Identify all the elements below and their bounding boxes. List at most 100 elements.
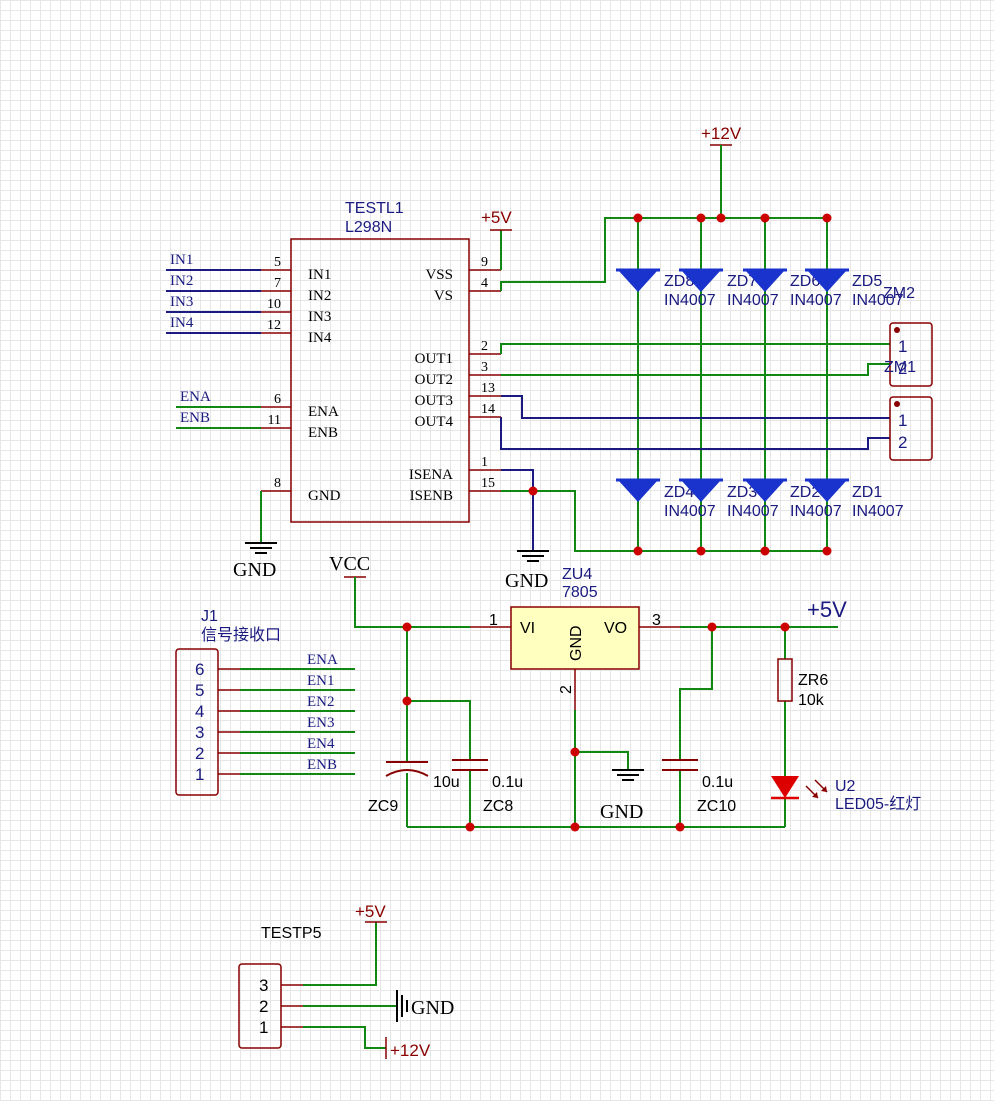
l298-pin-name: IN4 <box>308 330 332 346</box>
j1-pin-num: 5 <box>195 681 204 700</box>
regulator-pin-num: 2 <box>558 685 575 694</box>
net-label-in4: IN4 <box>170 315 194 331</box>
j1-net-label: ENA <box>307 652 338 668</box>
j1-ref: J1 <box>201 608 218 625</box>
diode-zd8[interactable]: ZD8 IN4007 <box>616 268 716 309</box>
led-u2[interactable]: U2 LED05-红灯 <box>771 776 921 813</box>
motor-connector-zm1[interactable]: 1 2 ZM1 <box>884 359 933 461</box>
v5-output-label: +5V <box>807 597 847 622</box>
net-label-enb: ENB <box>180 410 210 426</box>
testp5-pin-num: 2 <box>259 997 268 1016</box>
connector-pin: 1 <box>898 337 907 356</box>
capacitor-zc10[interactable]: ZC10 0.1u <box>662 759 736 815</box>
l298-pin-name: IN3 <box>308 309 331 325</box>
capacitor-value: 0.1u <box>702 774 733 791</box>
l298-pin-name: OUT4 <box>415 414 454 430</box>
capacitor-zc8[interactable]: ZC8 0.1u <box>452 759 523 815</box>
j1-pin-num: 1 <box>195 765 204 784</box>
diode-matrix-wires <box>500 217 890 552</box>
gnd-label: GND <box>233 559 276 581</box>
capacitor-ref: ZC8 <box>483 798 513 815</box>
l298-pin-name: OUT1 <box>415 351 453 367</box>
diode-zd4[interactable]: ZD4 IN4007 <box>616 478 716 520</box>
vcc-input: VCC <box>329 553 470 628</box>
connector-ref: ZM1 <box>884 359 916 376</box>
l298-input-nets: IN1 IN2 IN3 IN4 ENA ENB <box>166 252 261 429</box>
j1-pin-num: 2 <box>195 744 204 763</box>
l298-pin-num: 4 <box>481 276 488 291</box>
j1-net-label: EN2 <box>307 694 335 710</box>
v5-output: +5V <box>807 597 847 622</box>
diode-ref: ZD2 <box>790 484 820 501</box>
regulator-pin-num: 1 <box>489 612 498 629</box>
connector-pin: 2 <box>898 359 907 378</box>
diode-zd2[interactable]: ZD2 IN4007 <box>743 478 842 520</box>
l298-pin-name: ENA <box>308 404 339 420</box>
diode-ref: ZD4 <box>664 484 694 501</box>
l298-pin-name: ISENB <box>410 488 453 504</box>
l298-pin-name: IN1 <box>308 267 331 283</box>
l298-pin-num: 9 <box>481 255 488 270</box>
j1-pin-num: 6 <box>195 660 204 679</box>
diode-ref: ZD8 <box>664 273 694 290</box>
diodes-top[interactable]: ZD8 IN4007 ZD7 IN4007 ZD6 IN4007 ZD5 IN4… <box>616 268 904 309</box>
l298-pin-name: OUT2 <box>415 372 453 388</box>
regulator-pin-num: 3 <box>652 612 661 629</box>
diode-ref: ZD5 <box>852 273 882 290</box>
l298-pin-name: ENB <box>308 425 338 441</box>
led-ref: U2 <box>835 778 856 795</box>
v5-label: +5V <box>481 208 512 227</box>
capacitor-zc9[interactable]: ZC9 10u <box>368 761 460 815</box>
l298-pin-num: 6 <box>274 392 281 407</box>
l298-pin-num: 14 <box>481 402 495 417</box>
diode-value: IN4007 <box>664 292 716 309</box>
testp5-v12-label: +12V <box>390 1041 431 1060</box>
resistor-value: 10k <box>798 692 825 709</box>
junctions-regulator <box>402 622 790 832</box>
diode-zd6[interactable]: ZD6 IN4007 <box>743 268 842 309</box>
diode-zd7[interactable]: ZD7 IN4007 <box>679 268 779 309</box>
diode-ref: ZD6 <box>790 273 820 290</box>
capacitor-ref: ZC10 <box>697 798 736 815</box>
resistor-zr6[interactable]: ZR6 10k <box>777 658 828 709</box>
testp5-gnd-label: GND <box>411 997 454 1019</box>
l298-pin-num: 2 <box>481 339 488 354</box>
motor-connector-zm2[interactable]: 1 2 ZM2 <box>883 285 933 387</box>
gnd-label: GND <box>505 570 548 592</box>
connector-j1[interactable]: J1 信号接收口 6 5 4 3 2 1 ENA EN1 EN2 EN3 EN4… <box>175 608 355 796</box>
diode-zd5[interactable]: ZD5 IN4007 <box>805 268 904 309</box>
l298-pin-num: 8 <box>274 476 281 491</box>
j1-net-label: ENB <box>307 757 337 773</box>
gnd-l298: GND <box>233 491 277 581</box>
gnd-isen: GND <box>505 550 549 592</box>
resistor-ref: ZR6 <box>798 672 828 689</box>
regulator-ref: ZU4 <box>562 566 592 583</box>
regulator-7805[interactable]: ZU4 7805 VI VO GND 1 3 2 <box>470 566 680 710</box>
capacitor-value: 0.1u <box>492 774 523 791</box>
diodes-bottom[interactable]: ZD4 IN4007 ZD3 IN4007 ZD2 IN4007 ZD1 IN4… <box>616 478 904 520</box>
connector-ref: ZM2 <box>883 285 915 302</box>
connector-testp5[interactable]: TESTP5 3 2 1 +5V GND +12V <box>238 902 454 1060</box>
regulator-pin-vo: VO <box>604 620 627 637</box>
diode-value: IN4007 <box>852 292 904 309</box>
net-label-in1: IN1 <box>170 252 193 268</box>
diode-ref: ZD7 <box>727 273 757 290</box>
net-label-in3: IN3 <box>170 294 193 310</box>
l298-pin-num: 5 <box>274 255 281 270</box>
j1-pin-num: 3 <box>195 723 204 742</box>
testp5-v5-label: +5V <box>355 902 386 921</box>
j1-pin-num: 4 <box>195 702 204 721</box>
testp5-pin-num: 3 <box>259 976 268 995</box>
diode-ref: ZD3 <box>727 484 757 501</box>
capacitor-ref: ZC9 <box>368 798 398 815</box>
l298-pin-num: 13 <box>481 381 495 396</box>
diode-value: IN4007 <box>790 503 842 520</box>
l298-pin-num: 1 <box>481 455 488 470</box>
v12-label: +12V <box>701 124 742 143</box>
l298n-chip[interactable]: TESTL1 L298N 5 7 10 12 6 11 8 IN1 IN2 IN… <box>261 200 501 523</box>
diode-zd1[interactable]: ZD1 IN4007 <box>805 478 904 520</box>
diode-zd3[interactable]: ZD3 IN4007 <box>679 478 779 520</box>
regulator-pin-vi: VI <box>520 620 535 637</box>
